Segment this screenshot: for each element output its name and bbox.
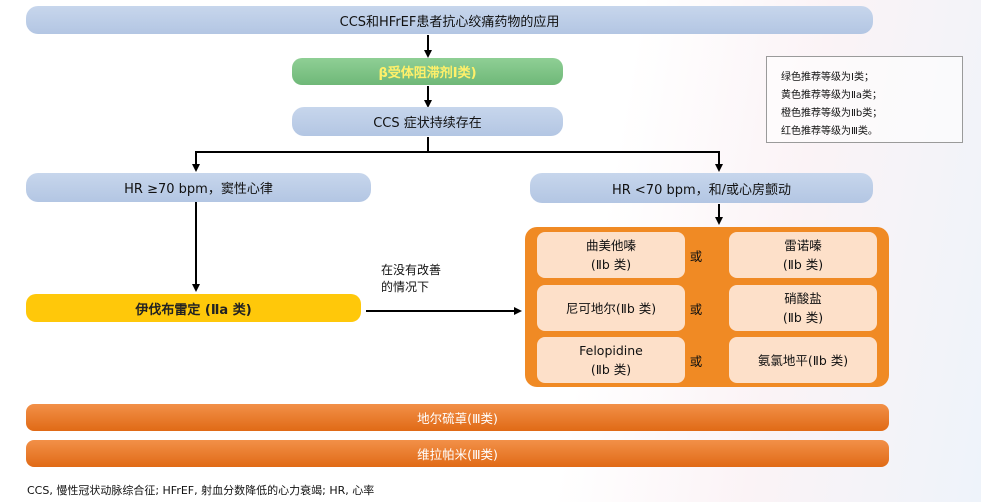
verapamil-bar: 维拉帕米(Ⅲ类) bbox=[26, 440, 889, 467]
option-name: 雷诺嗪 bbox=[784, 238, 822, 253]
right-branch-box: HR <70 bpm，和/或心房颤动 bbox=[530, 173, 873, 203]
or-label: 或 bbox=[689, 353, 703, 369]
legend-red: 红色推荐等级为Ⅲ类。 bbox=[781, 126, 878, 137]
beta-blocker-text: β受体阻滞剂Ⅰ类) bbox=[378, 66, 477, 81]
title-box: CCS和HFrEF患者抗心绞痛药物的应用 bbox=[26, 6, 873, 34]
beta-blocker-box: β受体阻滞剂Ⅰ类) bbox=[292, 58, 563, 85]
legend-box: 绿色推荐等级为Ⅰ类； 黄色推荐等级为Ⅱa类； 橙色推荐等级为Ⅱb类； 红色推荐等… bbox=[766, 56, 963, 143]
persistent-symptoms-box: CCS 症状持续存在 bbox=[292, 107, 563, 136]
diltiazem-text: 地尔硫䓬(Ⅲ类) bbox=[417, 411, 498, 426]
left-branch-box: HR ≥70 bpm，窦性心律 bbox=[26, 173, 371, 202]
option-name: 氨氯地平(Ⅱb 类) bbox=[757, 352, 849, 368]
verapamil-text: 维拉帕米(Ⅲ类) bbox=[417, 447, 498, 462]
right-branch-text: HR <70 bpm，和/或心房颤动 bbox=[611, 182, 792, 198]
no-improvement-note: 在没有改善 的情况下 bbox=[381, 262, 491, 296]
ivabradine-text: 伊伐布雷定 (Ⅱa 类) bbox=[135, 302, 252, 318]
left-branch-text: HR ≥70 bpm，窦性心律 bbox=[124, 182, 273, 197]
option-name: Felopidine bbox=[579, 343, 643, 358]
or-label: 或 bbox=[689, 301, 703, 317]
title-text: CCS和HFrEF患者抗心绞痛药物的应用 bbox=[339, 14, 560, 30]
option-class: (Ⅱb 类) bbox=[782, 310, 824, 325]
no-improvement-line-2: 的情况下 bbox=[381, 280, 430, 294]
no-improvement-line-1: 在没有改善 bbox=[381, 263, 442, 277]
option-name: 硝酸盐 bbox=[784, 291, 822, 306]
legend-orange: 橙色推荐等级为Ⅱb类； bbox=[781, 108, 883, 119]
nicorandil-box: 尼可地尔(Ⅱb 类) bbox=[537, 285, 685, 331]
option-name: 尼可地尔(Ⅱb 类) bbox=[565, 300, 657, 316]
option-class: (Ⅱb 类) bbox=[590, 257, 632, 272]
amlodipine-box: 氨氯地平(Ⅱb 类) bbox=[729, 337, 877, 383]
abbreviations-footnote: CCS, 慢性冠状动脉综合征; HFrEF, 射血分数降低的心力衰竭; HR, … bbox=[27, 484, 375, 497]
option-class: (Ⅱb 类) bbox=[782, 257, 824, 272]
trimetazidine-box: 曲美他嗪 (Ⅱb 类) bbox=[537, 232, 685, 278]
or-label: 或 bbox=[689, 248, 703, 264]
ivabradine-box: 伊伐布雷定 (Ⅱa 类) bbox=[26, 294, 361, 322]
ranolazine-box: 雷诺嗪 (Ⅱb 类) bbox=[729, 232, 877, 278]
option-class: (Ⅱb 类) bbox=[590, 362, 632, 377]
nitrates-box: 硝酸盐 (Ⅱb 类) bbox=[729, 285, 877, 331]
legend-green: 绿色推荐等级为Ⅰ类； bbox=[781, 72, 874, 83]
felodipine-box: Felopidine (Ⅱb 类) bbox=[537, 337, 685, 383]
legend-yellow: 黄色推荐等级为Ⅱa类； bbox=[781, 90, 883, 101]
diltiazem-bar: 地尔硫䓬(Ⅲ类) bbox=[26, 404, 889, 431]
persistent-symptoms-text: CCS 症状持续存在 bbox=[373, 116, 482, 131]
option-name: 曲美他嗪 bbox=[585, 238, 636, 253]
